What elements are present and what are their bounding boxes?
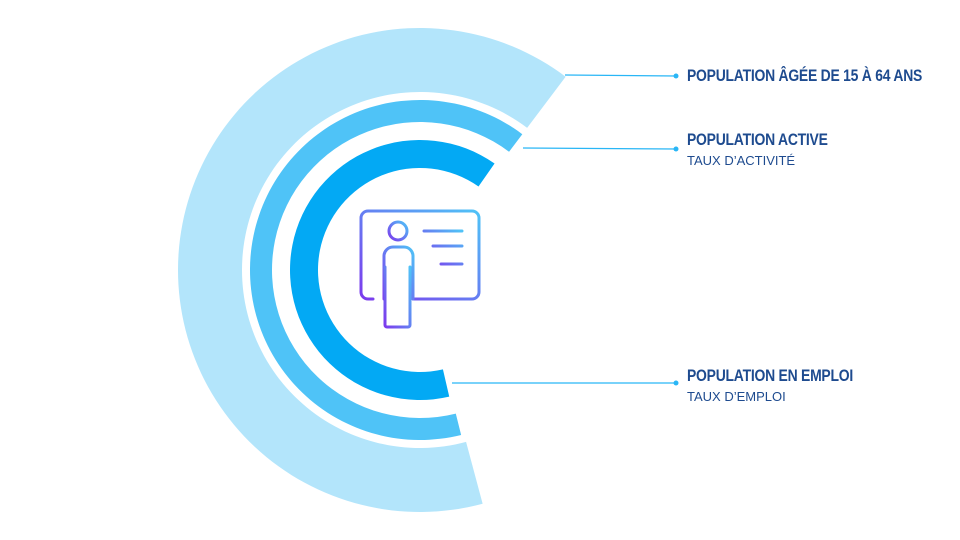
connector-line-1 bbox=[564, 74, 677, 77]
ring-active-population bbox=[249, 99, 523, 441]
label-title: POPULATION ÂGÉE DE 15 À 64 ANS bbox=[687, 66, 923, 85]
label-title: POPULATION ACTIVE bbox=[687, 130, 828, 149]
label-working-age-population: POPULATION ÂGÉE DE 15 À 64 ANS bbox=[687, 66, 960, 86]
connector-dot-1 bbox=[673, 73, 679, 79]
ring-working-age-population bbox=[177, 28, 566, 513]
label-title: POPULATION EN EMPLOI bbox=[687, 366, 853, 385]
ring-employed-population bbox=[290, 139, 495, 401]
presentation-person-icon bbox=[359, 209, 481, 329]
label-active-population: POPULATION ACTIVE TAUX D’ACTIVITÉ bbox=[687, 130, 859, 168]
connector-dot-2 bbox=[673, 146, 679, 152]
label-subtitle: TAUX D’ACTIVITÉ bbox=[687, 153, 796, 168]
connector-line-2 bbox=[522, 147, 677, 150]
label-employed-population: POPULATION EN EMPLOI TAUX D’EMPLOI bbox=[687, 366, 889, 404]
connector-dot-3 bbox=[673, 380, 679, 386]
label-subtitle: TAUX D’EMPLOI bbox=[687, 389, 786, 404]
